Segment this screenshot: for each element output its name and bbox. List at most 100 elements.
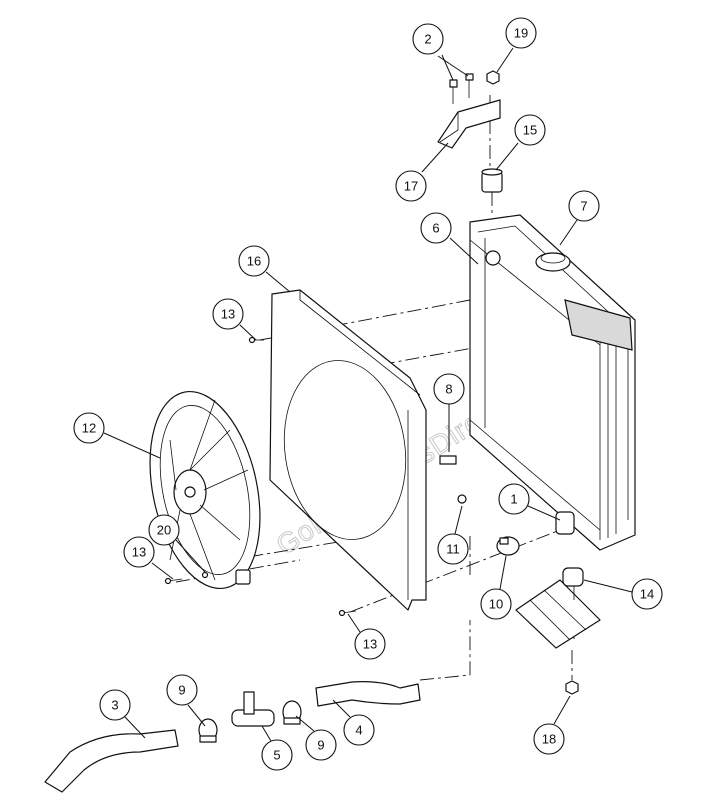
tee-fitting <box>231 691 275 727</box>
callout-circle <box>148 514 180 546</box>
leader-line <box>559 219 578 246</box>
callout-circle <box>354 628 386 660</box>
callout-c8: 8 <box>433 373 465 452</box>
callout-circle <box>480 588 512 620</box>
callout-number: 20 <box>157 523 171 538</box>
leader-line <box>495 142 519 171</box>
callout-c6: 6 <box>420 212 479 265</box>
lower-hose-long <box>44 729 179 793</box>
leader-line <box>454 505 463 535</box>
rubber-isolator <box>481 168 503 193</box>
callout-number: 4 <box>355 723 362 738</box>
leader-line <box>175 539 206 573</box>
callout-c15: 15 <box>495 114 546 171</box>
callout-c10: 10 <box>480 555 512 620</box>
callout-c4: 4 <box>332 699 375 746</box>
callout-c19: 19 <box>496 17 537 73</box>
fan-shroud <box>269 289 427 611</box>
callout-number: 5 <box>273 748 280 763</box>
callout-c17: 17 <box>395 142 449 202</box>
radiator <box>469 214 636 551</box>
callout-circle <box>305 729 337 761</box>
callout-circle <box>412 23 444 55</box>
fasteners <box>164 336 467 617</box>
callout-number: 9 <box>317 738 324 753</box>
callout-number: 1 <box>510 492 517 507</box>
callout-c13b: 13 <box>123 536 174 580</box>
callout-number: 19 <box>514 26 528 41</box>
leader-line <box>496 47 514 73</box>
callout-circle <box>123 536 155 568</box>
leader-line <box>187 704 206 727</box>
leader-line <box>265 271 291 293</box>
callout-c3: 3 <box>99 689 146 739</box>
callout-circle <box>261 739 293 771</box>
callout-c1: 1 <box>498 483 561 521</box>
hose-clamp-upper <box>496 536 520 556</box>
callout-number: 13 <box>363 637 377 652</box>
callout-number: 18 <box>542 732 556 747</box>
callout-c5: 5 <box>261 725 293 771</box>
callout-number: 9 <box>178 683 185 698</box>
callout-circle <box>166 674 198 706</box>
callout-circle <box>212 298 244 330</box>
leader-line <box>103 432 161 459</box>
callout-circle <box>73 412 105 444</box>
overflow-channel <box>515 579 601 649</box>
callout-c9b: 9 <box>295 715 337 761</box>
cooling-fan <box>149 390 261 590</box>
leader-line <box>583 579 633 593</box>
callout-circle <box>420 212 452 244</box>
callout-c20: 20 <box>148 514 206 573</box>
callout-circle <box>631 578 663 610</box>
callout-c14: 14 <box>583 578 663 610</box>
callout-number: 17 <box>404 179 418 194</box>
callout-number: 2 <box>424 32 431 47</box>
callout-circle <box>395 170 427 202</box>
callout-number: 8 <box>445 382 452 397</box>
radiator-cap <box>535 252 571 272</box>
callout-number: 12 <box>82 421 96 436</box>
leader-line <box>239 324 257 341</box>
callout-number: 15 <box>523 123 537 138</box>
callout-labels: 2 19 15 17 7 6 16 13 8 12 1 20 11 13 14 10 13 9 3 4 18 9 5 <box>73 17 663 771</box>
callout-c13a: 13 <box>212 298 257 341</box>
bracket-bolts <box>449 73 474 104</box>
leader-line <box>553 695 571 725</box>
hose-clamp-right <box>282 700 302 725</box>
callout-circle <box>433 373 465 405</box>
callout-circle <box>533 723 565 755</box>
leader-line <box>151 562 174 580</box>
callout-circle <box>238 245 270 277</box>
callout-c11: 11 <box>437 505 469 565</box>
callout-circle <box>99 689 131 721</box>
leader-line <box>295 715 315 732</box>
callout-circle <box>437 533 469 565</box>
bracket-nut <box>486 70 500 85</box>
callout-number: 10 <box>489 597 503 612</box>
callout-number: 14 <box>640 587 654 602</box>
callout-c2a: 2 <box>412 23 469 81</box>
callout-number: 16 <box>247 254 261 269</box>
callout-number: 3 <box>111 698 118 713</box>
leader-line <box>421 142 449 173</box>
leader-line <box>124 716 146 739</box>
callout-number: 11 <box>446 542 460 557</box>
callout-c13c: 13 <box>347 613 386 660</box>
leader-line <box>499 555 507 590</box>
leader-line <box>347 613 361 633</box>
leader-line <box>441 54 454 81</box>
lower-hose-short <box>315 681 421 707</box>
callout-c12: 12 <box>73 412 161 459</box>
callout-c7: 7 <box>559 190 600 246</box>
callout-circle <box>568 190 600 222</box>
callout-number: 7 <box>580 199 587 214</box>
callout-c16: 16 <box>238 245 291 293</box>
callout-circle <box>514 114 546 146</box>
leader-line <box>261 725 272 742</box>
callout-c18: 18 <box>533 695 571 755</box>
callout-number: 13 <box>221 307 235 322</box>
callout-circle <box>343 714 375 746</box>
leader-line <box>437 55 469 77</box>
leader-line <box>332 699 351 718</box>
